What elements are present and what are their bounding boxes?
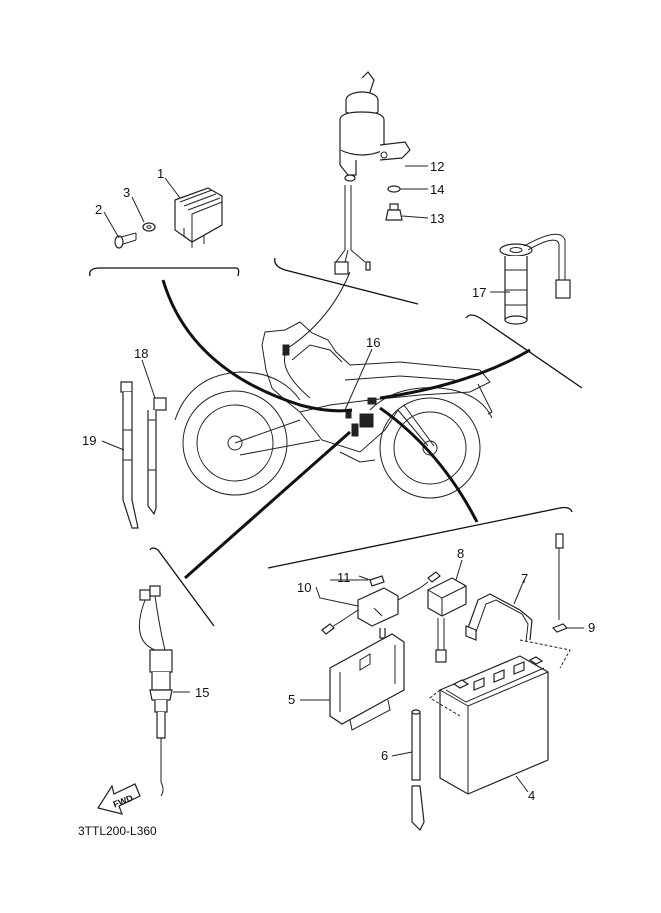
breather-hose-part <box>411 711 421 781</box>
callout-16: 16 <box>366 335 380 350</box>
callout-13: 13 <box>430 211 444 226</box>
diagram-code: 3TTL200-L360 <box>78 824 157 838</box>
battery-band-group <box>465 593 533 643</box>
battery-bracket-part <box>329 633 405 725</box>
callout-12: 12 <box>430 159 444 174</box>
callout-10: 10 <box>297 580 311 595</box>
motorcycle-illustration <box>174 321 493 499</box>
callout-19: 19 <box>82 433 96 448</box>
fwd-arrow-icon: FWD <box>97 783 141 815</box>
bolt-9-part <box>551 623 569 633</box>
nut-part <box>385 209 403 221</box>
battery-bracket-group <box>329 633 405 731</box>
relay-group <box>427 577 467 663</box>
callout-4: 4 <box>528 788 535 803</box>
callout-17: 17 <box>472 285 486 300</box>
guide-lines <box>161 271 531 580</box>
main-switch-group <box>334 71 411 275</box>
battery-band-part <box>467 593 533 641</box>
battery-part <box>439 655 549 795</box>
callout-18: 18 <box>134 346 148 361</box>
fuel-sender-part <box>504 256 528 321</box>
callout-11: 11 <box>337 570 351 585</box>
relay-part <box>427 577 467 617</box>
battery-lead-group <box>551 533 569 633</box>
breather-hose-group <box>411 709 425 832</box>
callout-7: 7 <box>521 571 528 586</box>
fuse-holder-group <box>321 571 441 639</box>
callout-2: 2 <box>95 202 102 217</box>
main-switch-part <box>339 111 385 156</box>
regulator-group <box>114 187 223 249</box>
cable-tie-group <box>120 381 167 529</box>
battery-group <box>429 639 571 795</box>
callout-labels: 1 3 2 12 14 13 17 18 19 16 15 10 11 8 7 … <box>82 159 595 803</box>
leader-lines <box>101 165 584 793</box>
key-part <box>361 71 375 99</box>
callout-9: 9 <box>588 620 595 635</box>
callout-5: 5 <box>288 692 295 707</box>
washer-part <box>142 222 156 232</box>
bolt-part <box>114 235 124 249</box>
fuse-holder-part <box>357 587 399 627</box>
neutral-switch-part <box>151 672 171 691</box>
fuel-sender-group <box>499 233 571 325</box>
panel-frames <box>89 257 583 627</box>
clamp-part <box>153 397 167 411</box>
neutral-switch-group <box>138 585 173 797</box>
callout-8: 8 <box>457 546 464 561</box>
callout-1: 1 <box>157 166 164 181</box>
fuse-part <box>369 575 385 587</box>
rectifier-regulator-part <box>174 187 223 243</box>
callout-15: 15 <box>195 685 209 700</box>
grommet-part <box>387 185 401 193</box>
callout-6: 6 <box>381 748 388 763</box>
callout-3: 3 <box>123 185 130 200</box>
callout-14: 14 <box>430 182 444 197</box>
